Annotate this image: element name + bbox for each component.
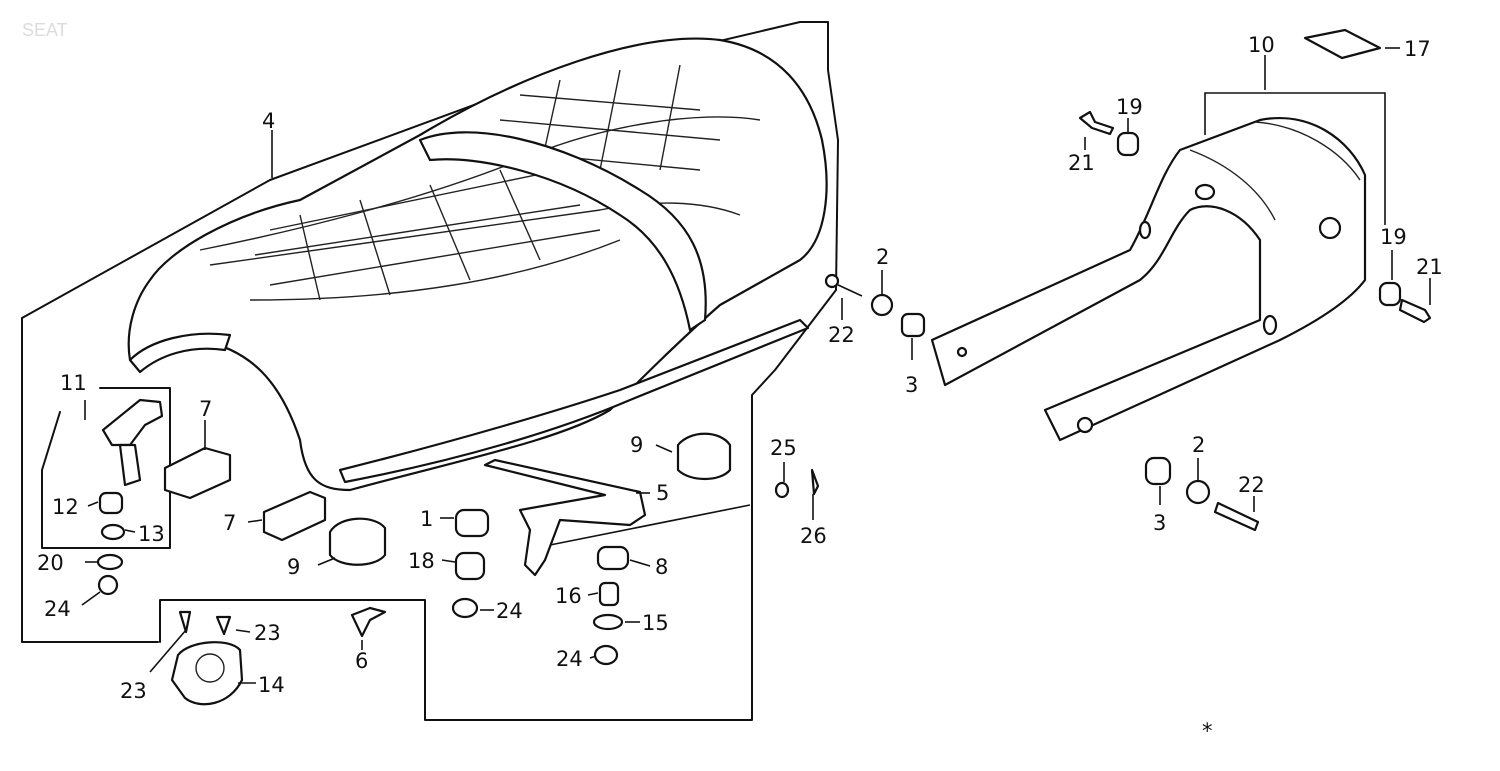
callout-9-right: 9: [630, 433, 643, 457]
callout-4: 4: [262, 109, 275, 133]
diagram-title: SEAT: [22, 20, 68, 40]
callout-23-upper: 23: [254, 621, 281, 645]
callout-23-lower: 23: [120, 679, 147, 703]
callout-7-upper: 7: [199, 397, 212, 421]
callout-25: 25: [770, 436, 797, 460]
callout-9-left: 9: [287, 555, 300, 579]
callout-7-lower: 7: [223, 511, 236, 535]
leader-lines: [81, 47, 1431, 684]
footnote-mark: *: [1202, 719, 1213, 743]
callout-3-lower: 3: [1153, 511, 1166, 535]
seat: [127, 37, 828, 492]
hardware-parts: [96, 28, 1432, 706]
callout-2-upper: 2: [876, 245, 889, 269]
callout-12: 12: [52, 495, 79, 519]
callout-19-right: 19: [1380, 225, 1407, 249]
callout-10: 10: [1248, 33, 1275, 57]
callout-21-right: 21: [1416, 255, 1443, 279]
callout-2-lower: 2: [1192, 433, 1205, 457]
callout-21-upper: 21: [1068, 151, 1095, 175]
callout-3-upper: 3: [905, 373, 918, 397]
rear-cowl: [930, 117, 1367, 442]
callout-24-lower: 24: [556, 647, 583, 671]
callout-13: 13: [138, 522, 165, 546]
callout-14: 14: [258, 673, 285, 697]
callout-20: 20: [37, 551, 64, 575]
callout-labels: 1 2 2 3 3 4 5 6 7 7 8 9 9 10 11 12 13 14…: [37, 33, 1443, 703]
callout-24-middle: 24: [496, 599, 523, 623]
callout-16: 16: [555, 584, 582, 608]
callout-26: 26: [800, 524, 827, 548]
callout-11: 11: [60, 371, 87, 395]
callout-22-upper: 22: [828, 323, 855, 347]
callout-24-left: 24: [44, 597, 71, 621]
callout-22-lower: 22: [1238, 473, 1265, 497]
callout-17: 17: [1404, 37, 1431, 61]
callout-15: 15: [642, 611, 669, 635]
callout-5: 5: [656, 481, 669, 505]
callout-1: 1: [420, 507, 433, 531]
callout-18: 18: [408, 549, 435, 573]
callout-6: 6: [355, 649, 368, 673]
callout-19-upper: 19: [1116, 95, 1143, 119]
callout-8: 8: [655, 555, 668, 579]
